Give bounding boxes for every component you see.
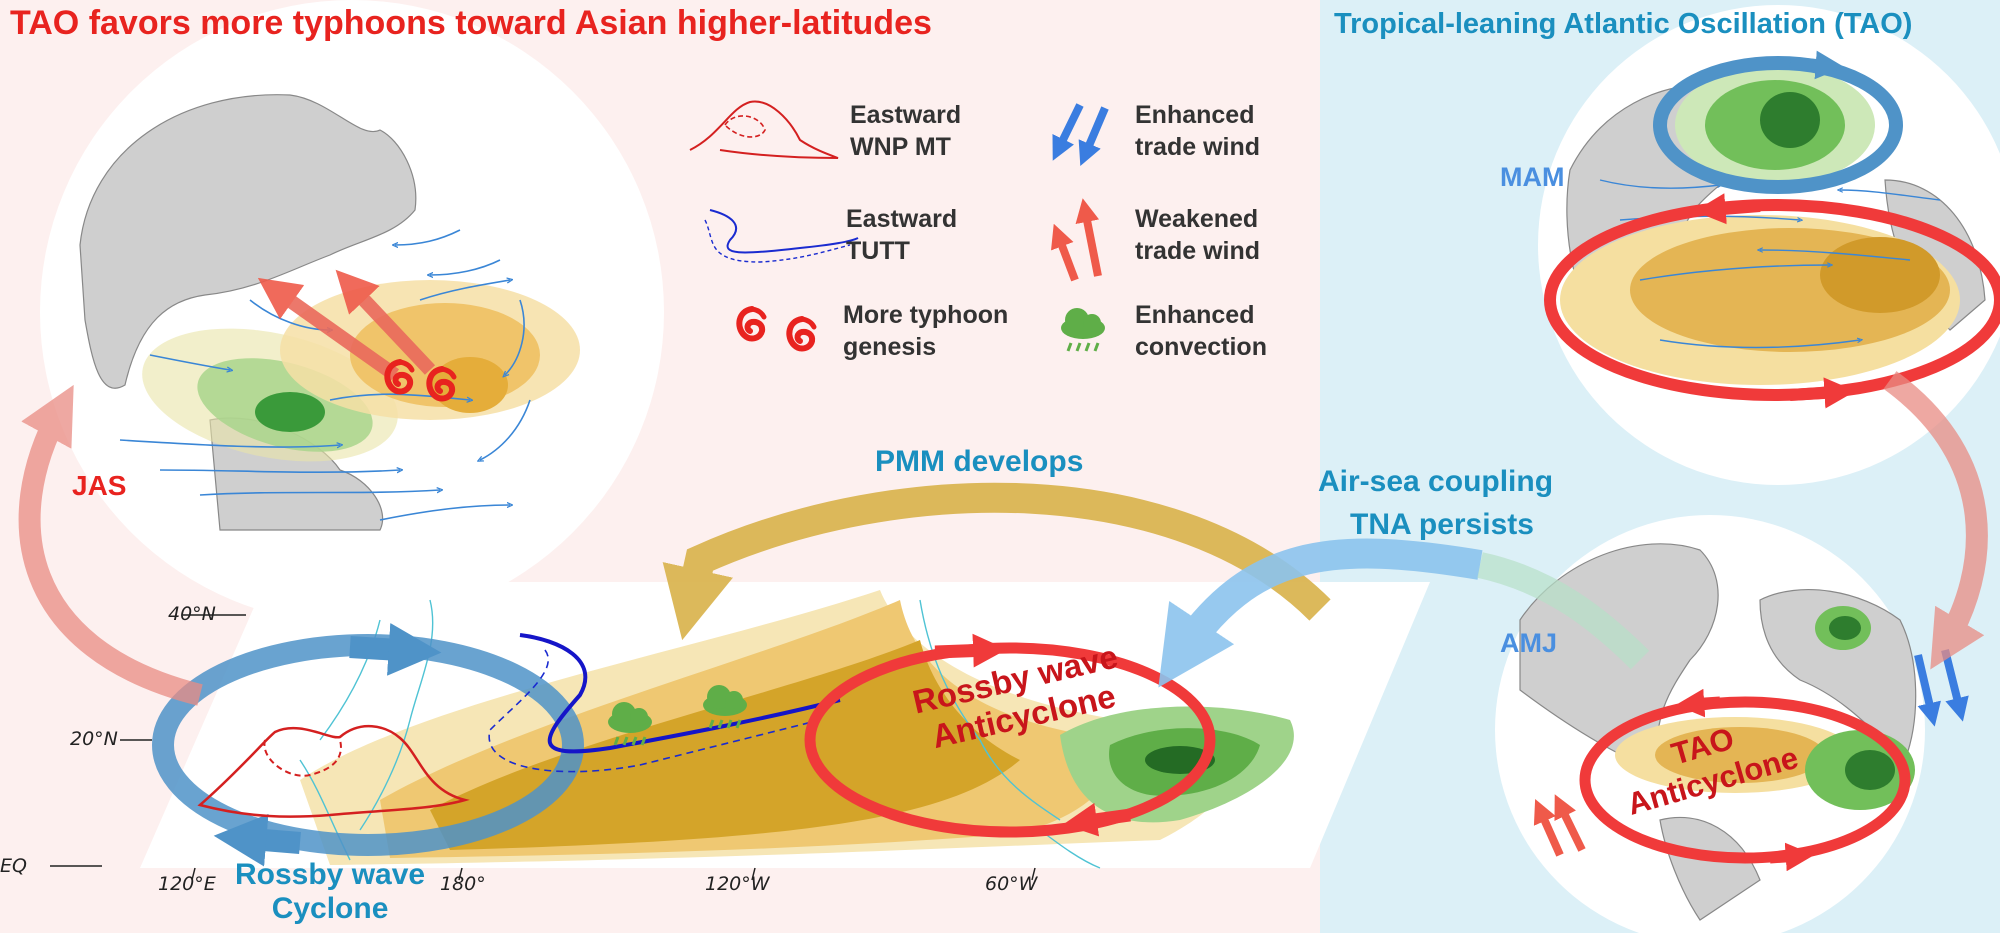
lat-tick-label: 40°N — [168, 603, 216, 625]
jas-typhoon-track-arrows — [257, 269, 436, 381]
season-amj-label: AMJ — [1500, 628, 1558, 658]
air-sea-coupling-label: Air-sea coupling — [1318, 465, 1554, 498]
left-title: TAO favors more typhoons toward Asian hi… — [10, 4, 932, 42]
mam-globe-map — [1538, 5, 2000, 485]
tao-anticyclone-ring — [1579, 696, 1911, 864]
mam-cyclone-ring — [1653, 56, 1903, 194]
lon-tick-label: 180° — [440, 873, 486, 895]
jas-feedback-arrow — [18, 384, 203, 706]
right-title: Tropical-leaning Atlantic Oscillation (T… — [1334, 8, 1913, 40]
rossby-cyclone-ring — [152, 623, 584, 867]
trade-wind-arrow-icon — [1051, 198, 1102, 282]
trade-wind-arrow-icon — [1052, 103, 1109, 167]
pmm-develops-arrow — [662, 482, 1331, 641]
wnp-mt-contour — [197, 724, 470, 818]
tna-persists-label: TNA persists — [1350, 508, 1534, 541]
mam-anticyclone-ring — [1544, 199, 2000, 401]
rossby-anticyclone-ring — [804, 633, 1216, 838]
jas-globe-map — [40, 0, 664, 624]
tna-coupling-arrow — [1158, 538, 1483, 688]
lon-tick-label: 60°W — [985, 873, 1038, 895]
legend-tutt-icon — [704, 209, 859, 263]
lat-tick-label: 20°N — [70, 728, 118, 750]
legend-wnp-mt-icon — [689, 100, 839, 159]
lon-tick-label: 120°W — [705, 873, 770, 895]
season-jas-label: JAS — [72, 470, 127, 501]
lat-tick-label: EQ — [0, 855, 27, 877]
pmm-develops-label: PMM develops — [875, 445, 1084, 478]
season-mam-label: MAM — [1500, 162, 1565, 192]
mam-to-amj-arrow — [1883, 371, 1988, 670]
lon-tick-label: 120°E — [158, 873, 216, 895]
